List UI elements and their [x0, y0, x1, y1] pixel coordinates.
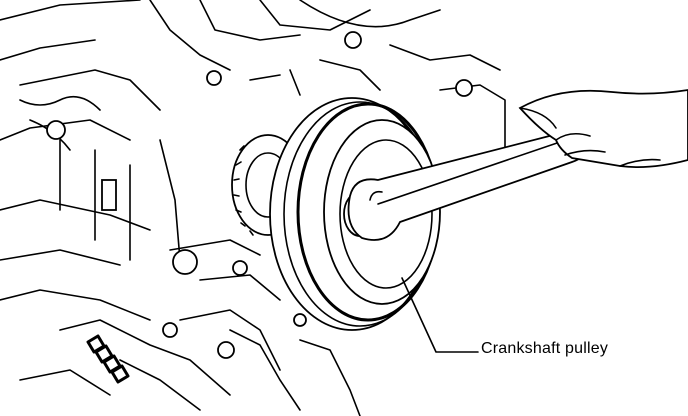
block-bolts — [46, 31, 473, 359]
engine-block — [0, 0, 506, 416]
crankshaft-pulley-label: Crankshaft pulley — [481, 340, 609, 357]
callout-leader — [401, 277, 479, 353]
spring — [86, 334, 130, 384]
hand — [518, 89, 688, 169]
